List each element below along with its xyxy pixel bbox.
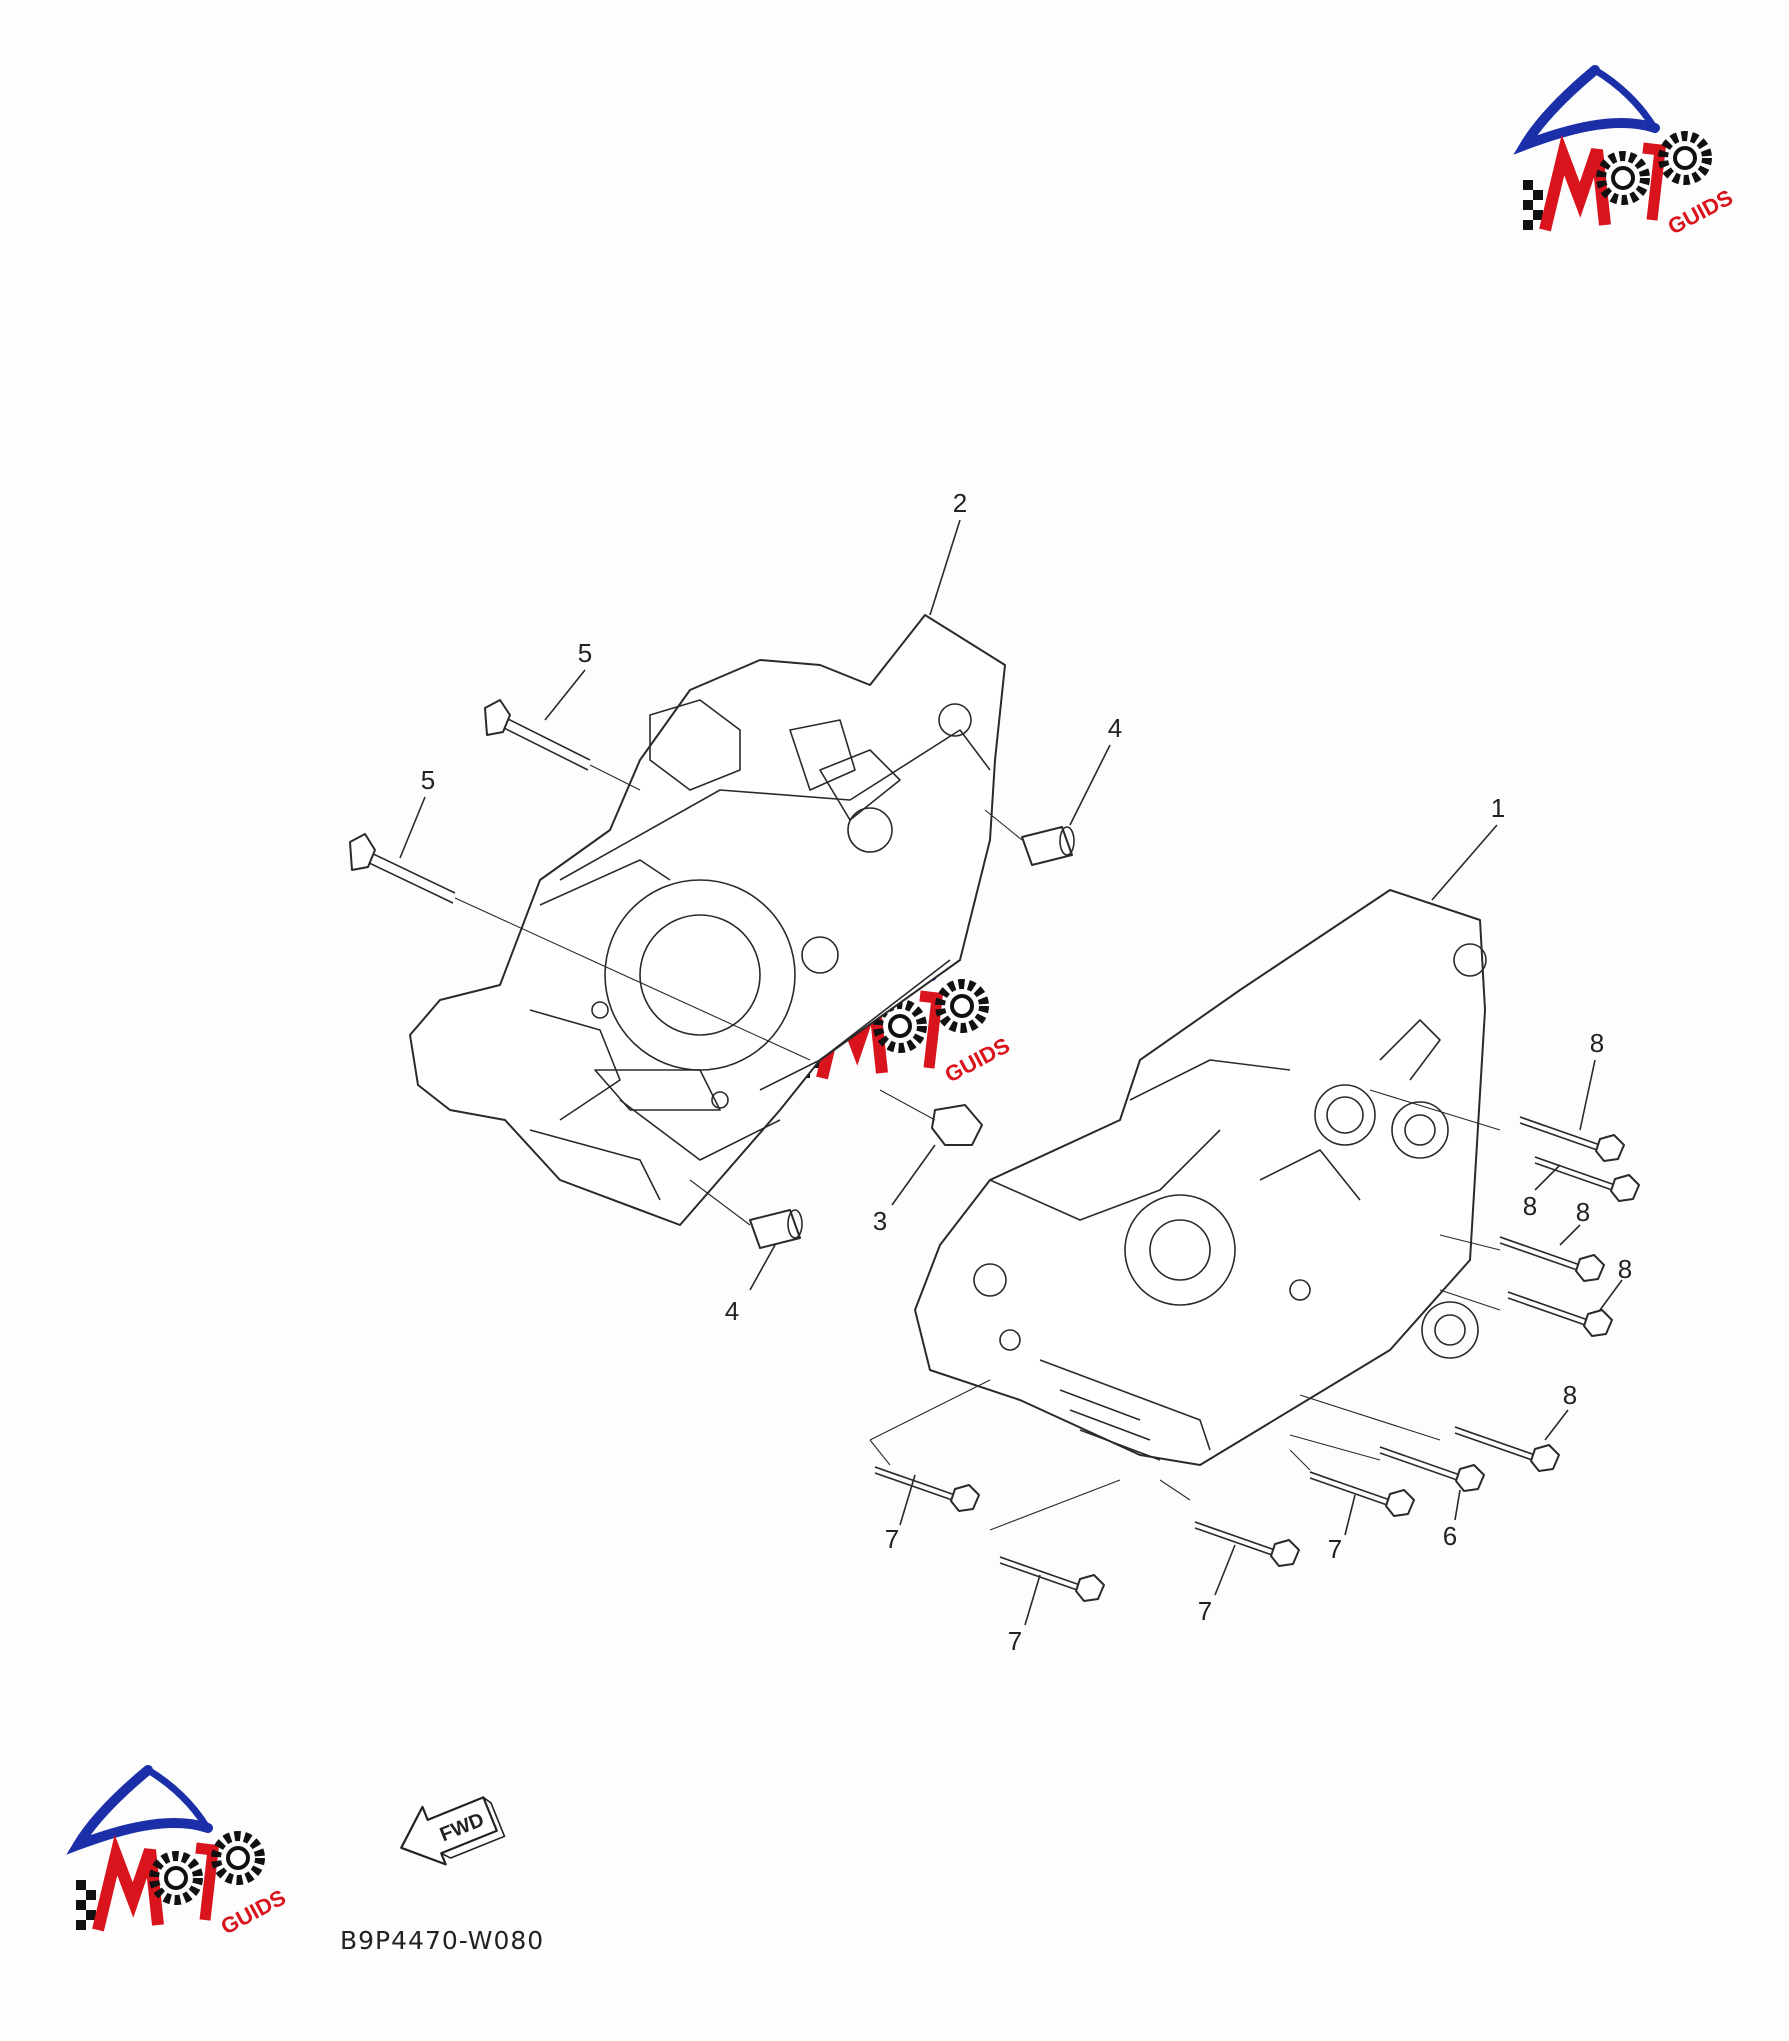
callouts: 2 1 5 5 4 4 3 8 8 8 8 8 6 7 7 7 7	[421, 488, 1632, 1656]
alignment-lines	[869, 1089, 1501, 1531]
callout-part-8-c: 8	[1576, 1197, 1590, 1227]
brand-logo-bottom: GUIDS	[76, 1770, 290, 1939]
bolt-5-lower	[349, 833, 811, 1061]
brand-logo: GUIDS	[1523, 70, 1737, 239]
diagram-reference-code: B9P4470-W080	[340, 1926, 545, 1955]
crankcase-left	[409, 614, 1006, 1226]
leader-lines	[399, 519, 1623, 1626]
callout-part-6: 6	[1443, 1521, 1457, 1551]
callout-part-4-lower: 4	[725, 1296, 739, 1326]
brand-logo-bottom-sub: GUIDS	[217, 1885, 290, 1940]
fwd-arrow-icon: FWD	[400, 1796, 506, 1866]
callout-part-7-a: 7	[885, 1524, 899, 1554]
bolt-8-e	[1454, 1426, 1560, 1472]
callout-part-4-upper: 4	[1108, 713, 1122, 743]
bolt-7-d	[1309, 1471, 1415, 1517]
bolt-8-b	[1534, 1156, 1640, 1202]
dowel-4-upper	[984, 809, 1075, 866]
callout-part-7-b: 7	[1008, 1626, 1022, 1656]
bolt-8-c	[1499, 1236, 1605, 1282]
callout-part-3: 3	[873, 1206, 887, 1236]
callout-part-1: 1	[1491, 793, 1505, 823]
callout-part-5-lower: 5	[421, 765, 435, 795]
callout-part-8-d: 8	[1618, 1254, 1632, 1284]
callout-part-5-upper: 5	[578, 638, 592, 668]
bolt-8-d	[1507, 1291, 1613, 1337]
bolt-8-a	[1519, 1116, 1625, 1162]
bolt-7-b	[999, 1556, 1105, 1602]
bolt-7-a	[874, 1466, 980, 1512]
bolt-6	[1379, 1446, 1485, 1492]
callout-part-8-e: 8	[1563, 1380, 1577, 1410]
callout-part-7-c: 7	[1198, 1596, 1212, 1626]
callout-part-7-d: 7	[1328, 1534, 1342, 1564]
callout-part-2: 2	[953, 488, 967, 518]
brand-logo-sub: GUIDS	[1664, 185, 1737, 240]
watermark-logo-sub: GUIDS	[941, 1033, 1014, 1088]
callout-part-8-b: 8	[1523, 1191, 1537, 1221]
bolt-5-upper	[484, 699, 641, 791]
seal-3	[879, 1089, 983, 1146]
bolt-7-c	[1194, 1521, 1300, 1567]
crankcase-right	[914, 889, 1487, 1466]
dowel-4-lower	[689, 1179, 803, 1249]
callout-part-8-a: 8	[1590, 1028, 1604, 1058]
